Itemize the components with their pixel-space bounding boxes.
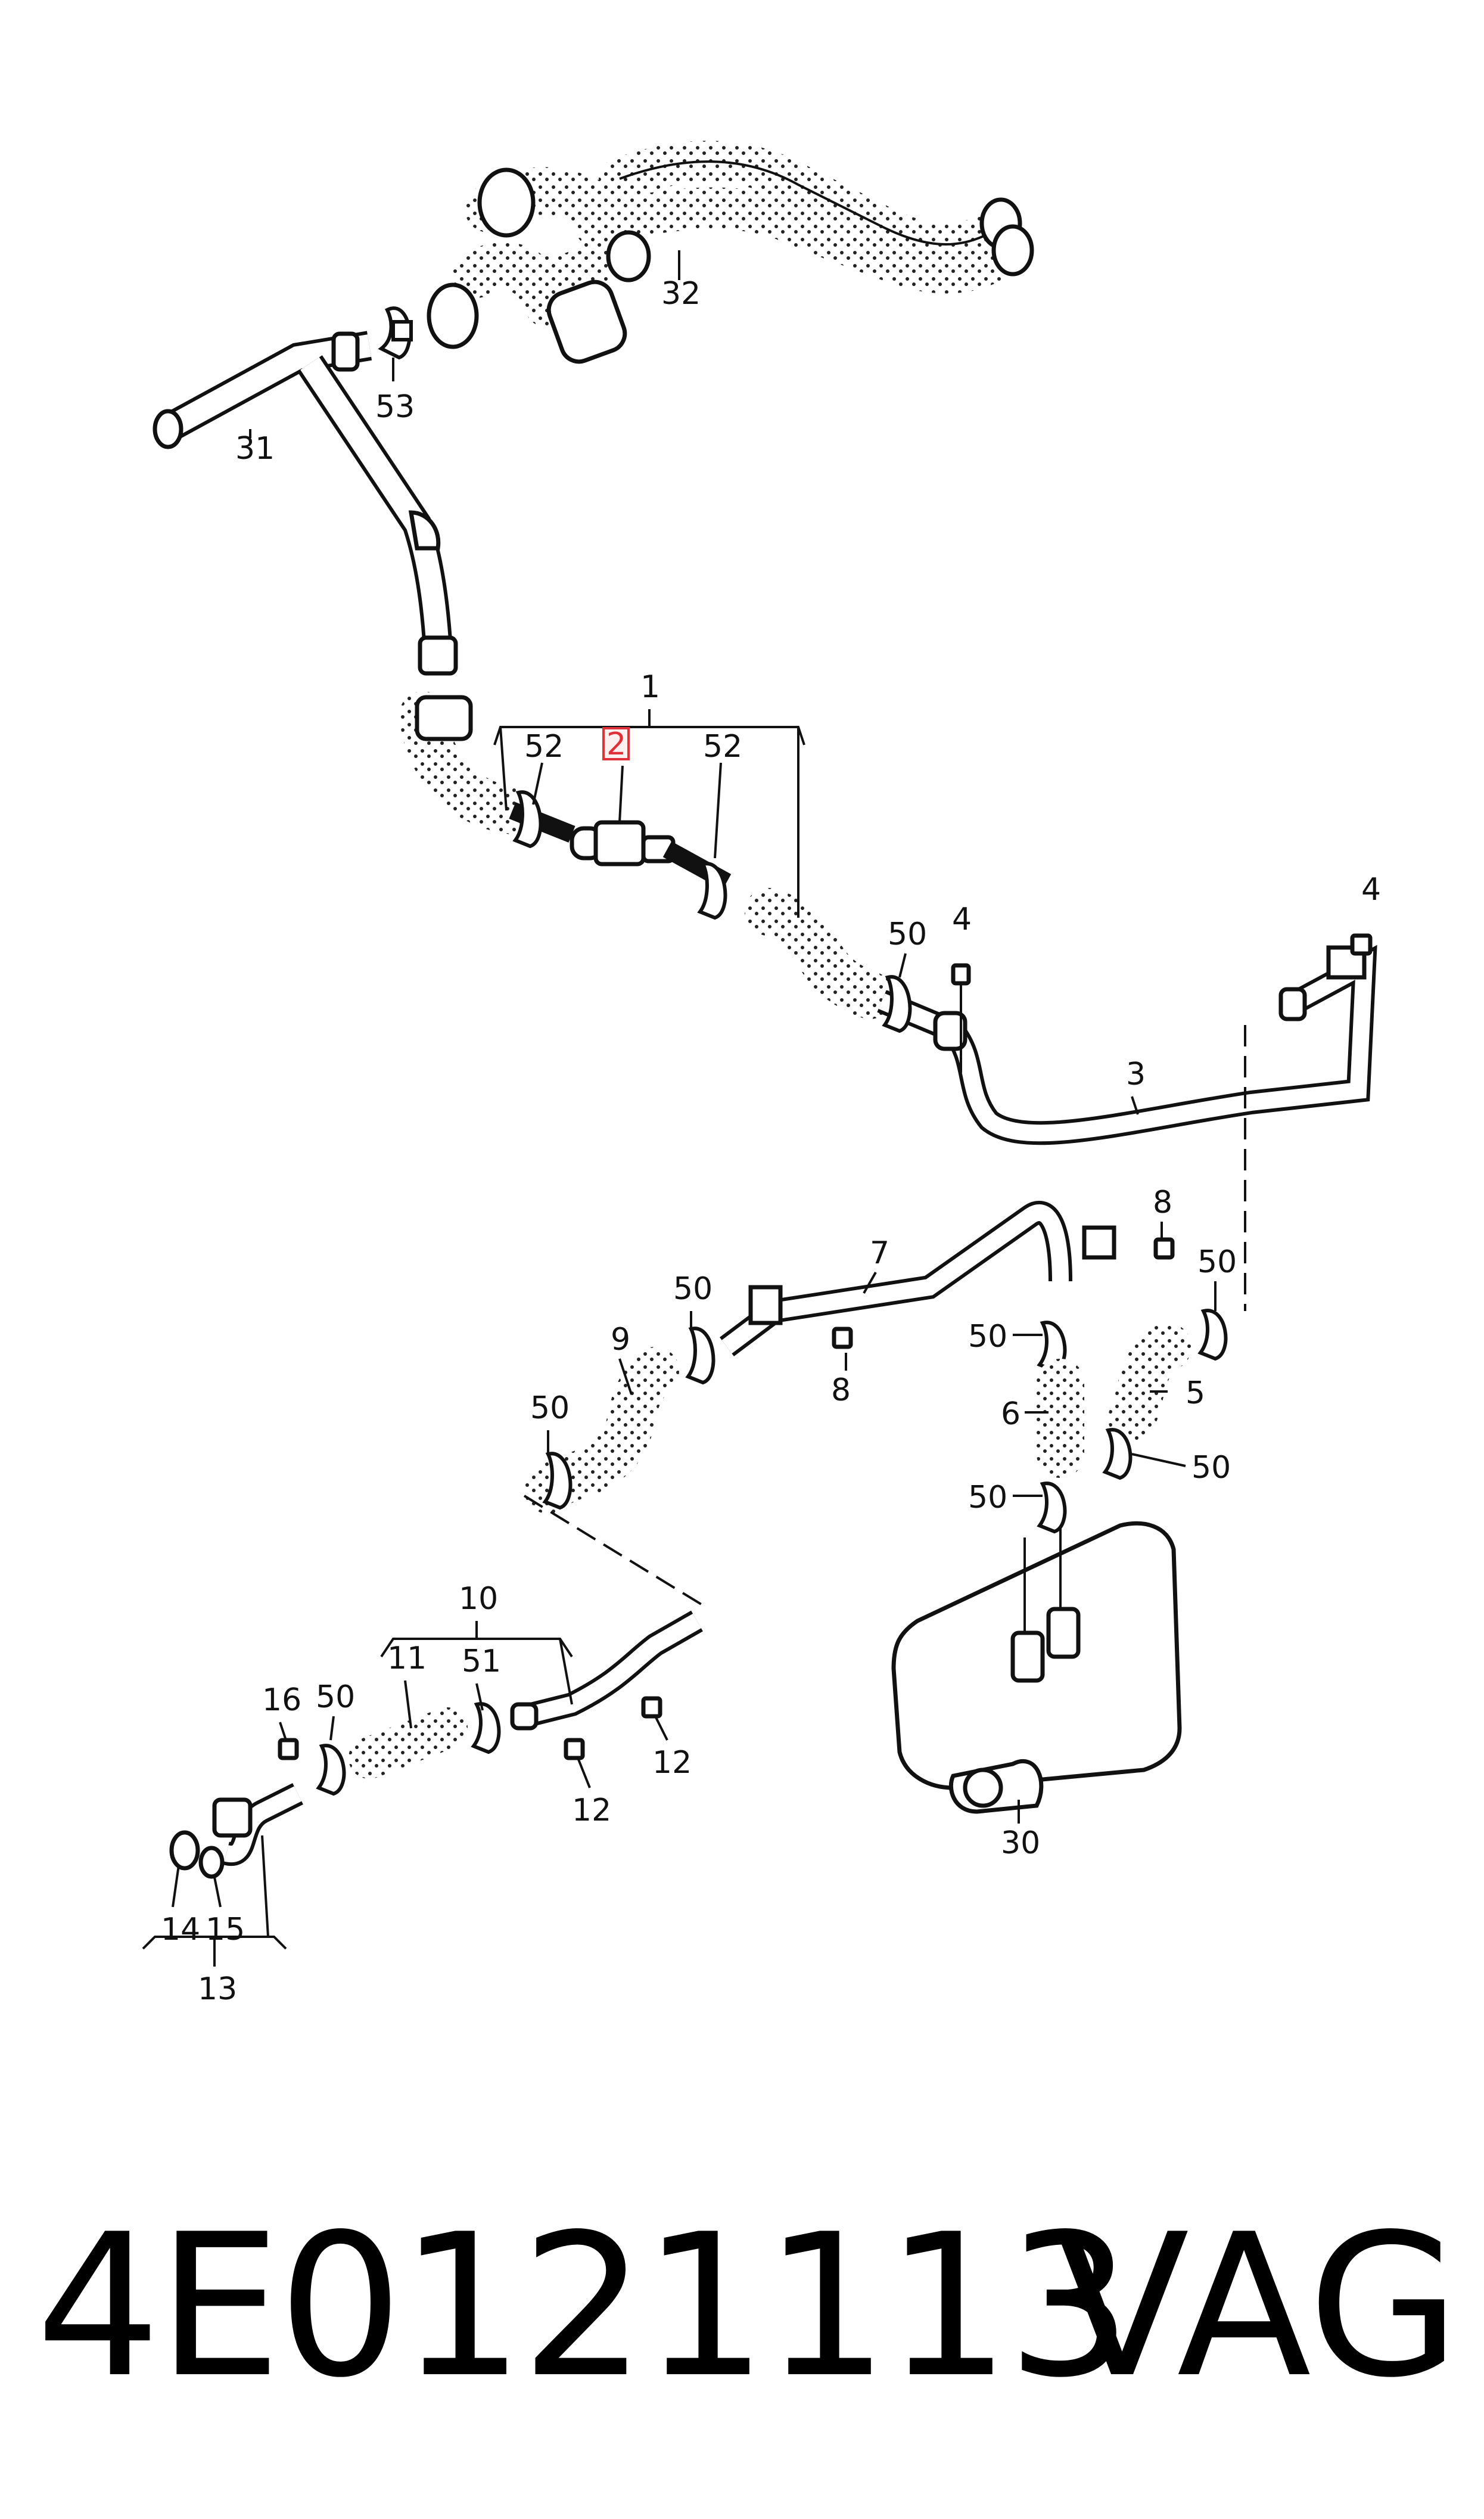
hose-assembly-1 [399, 691, 894, 1019]
part-labels: 31 53 32 1 52 2 52 50 4 4 3 7 8 50 50 8 … [161, 276, 1381, 2007]
label-50f: 50 [968, 1480, 1007, 1515]
label-6: 6 [1001, 1396, 1021, 1432]
pipe-3 [877, 945, 1377, 1145]
label-50g: 50 [1191, 1450, 1231, 1486]
label-14: 14 [161, 1912, 200, 1948]
label-4a: 4 [952, 902, 972, 937]
bolt-4a [951, 963, 971, 1073]
pipe-31 [153, 331, 458, 676]
label-9: 9 [611, 1322, 630, 1358]
label-53: 53 [375, 389, 415, 425]
label-15: 15 [206, 1912, 245, 1948]
oil-cooler-30 [891, 1521, 1182, 1814]
brand-label: VAG [1054, 2192, 1460, 2421]
label-50a: 50 [888, 917, 927, 952]
hose-5 [1102, 1309, 1228, 1480]
connector-line-b [523, 1495, 710, 1610]
label-5: 5 [1186, 1375, 1205, 1411]
label-31: 31 [235, 431, 275, 467]
label-50d: 50 [673, 1271, 713, 1307]
label-1: 1 [640, 669, 660, 705]
hose-diagram: 31 53 32 1 52 2 52 50 4 4 3 7 8 50 50 8 … [142, 141, 1381, 2007]
leader-lines [142, 250, 1217, 1967]
label-50h: 50 [316, 1679, 355, 1715]
label-10: 10 [459, 1581, 498, 1617]
bolt-4b [1350, 933, 1373, 956]
hose-9 [524, 1327, 715, 1514]
label-51: 51 [462, 1644, 501, 1679]
label-11: 11 [387, 1641, 427, 1676]
label-3: 3 [1126, 1057, 1146, 1092]
label-50e: 50 [530, 1390, 570, 1426]
label-52a: 52 [524, 729, 564, 765]
label-12a: 12 [652, 1745, 692, 1781]
label-32: 32 [661, 276, 701, 312]
label-8a: 8 [1153, 1185, 1172, 1220]
pipe-7 [720, 1201, 1175, 1356]
label-50b: 50 [1197, 1244, 1237, 1280]
hose-assembly-32 [427, 141, 1034, 364]
label-8b: 8 [831, 1372, 851, 1408]
label-7: 7 [870, 1235, 889, 1271]
clamp-53 [378, 306, 413, 360]
label-2: 2 [606, 726, 626, 762]
pipe-assembly-10 [169, 1610, 703, 1879]
label-52b: 52 [703, 729, 742, 765]
label-12b: 12 [572, 1793, 611, 1828]
label-13: 13 [198, 1971, 237, 2007]
part-number: 4E0121113 [36, 2192, 1132, 2421]
label-30: 30 [1001, 1825, 1040, 1861]
hose-6 [1037, 1321, 1084, 1534]
footer-row: 4E0121113 VAG [0, 2181, 1484, 2431]
label-50c: 50 [968, 1319, 1007, 1355]
label-4b: 4 [1361, 872, 1381, 908]
label-2-highlight [602, 727, 630, 760]
label-16: 16 [262, 1682, 301, 1718]
